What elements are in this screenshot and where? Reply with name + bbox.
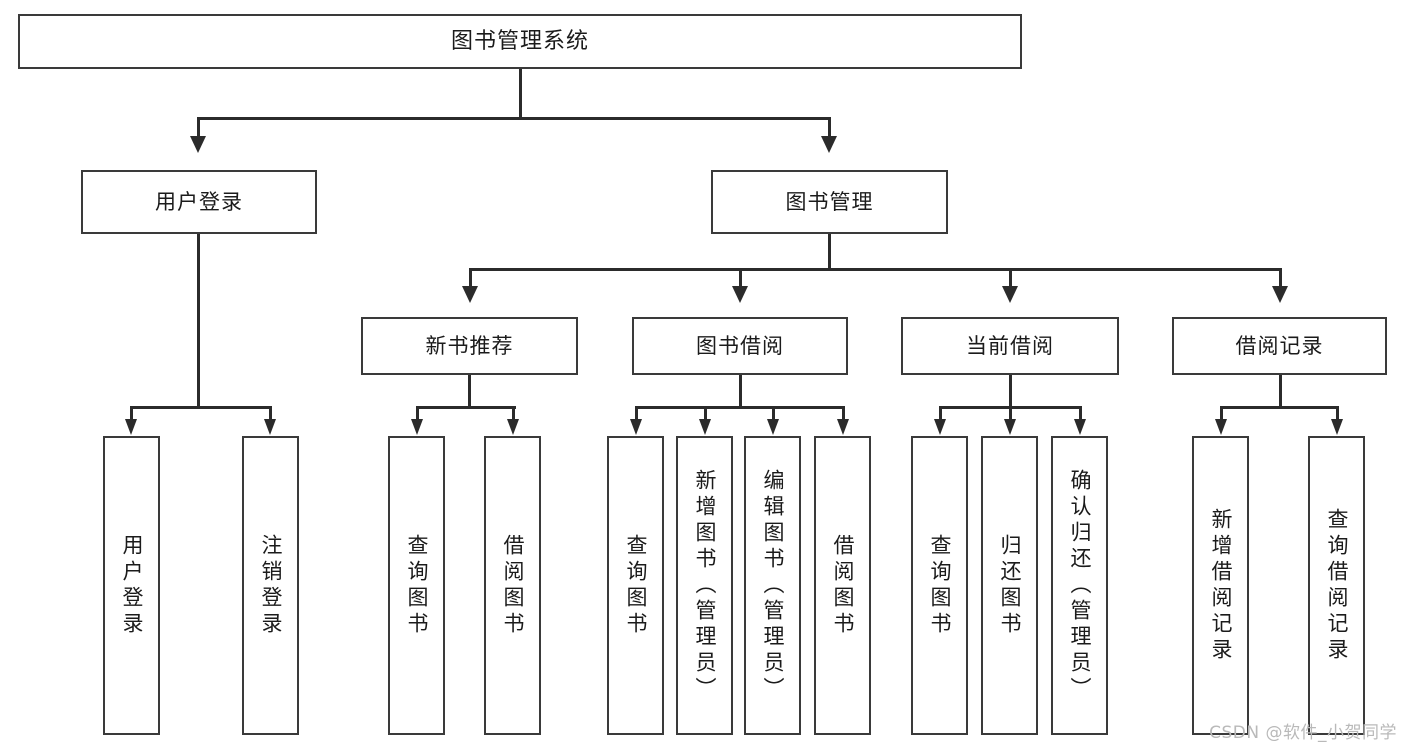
connector-drop-leaf-bb-add bbox=[704, 406, 707, 420]
node-book-borrow[interactable]: 图书借阅 bbox=[632, 317, 848, 375]
node-borrow-record[interactable]: 借阅记录 bbox=[1172, 317, 1387, 375]
connector-drop-leaf-cb-confirm bbox=[1079, 406, 1082, 420]
leaf-cb-return-book[interactable]: 归还图书 bbox=[981, 436, 1038, 735]
node-label: 图书管理系统 bbox=[450, 28, 589, 54]
leaf-nb-borrow-book[interactable]: 借阅图书 bbox=[484, 436, 541, 735]
leaf-bb-borrow-book[interactable]: 借阅图书 bbox=[814, 436, 871, 735]
node-new-book-recommend[interactable]: 新书推荐 bbox=[361, 317, 578, 375]
connector-drop-leaf-user-login bbox=[130, 406, 133, 420]
connector-drop-leaf-br-add bbox=[1220, 406, 1223, 420]
leaf-cb-confirm-return[interactable]: 确认归还（管理员） bbox=[1051, 436, 1108, 735]
leaf-label: 借阅图书 bbox=[831, 533, 855, 638]
node-label: 用户登录 bbox=[155, 189, 243, 214]
arrow-to-leaf-cb-query bbox=[934, 419, 946, 435]
connector-current-borrow-stem bbox=[1009, 375, 1012, 408]
arrow-to-leaf-br-add bbox=[1215, 419, 1227, 435]
node-label: 当前借阅 bbox=[966, 333, 1054, 358]
connector-user-login-stem bbox=[197, 234, 200, 408]
leaf-br-add-record[interactable]: 新增借阅记录 bbox=[1192, 436, 1249, 735]
leaf-label: 查询图书 bbox=[405, 533, 429, 638]
connector-drop-user-login bbox=[197, 117, 200, 139]
connector-level2-bus bbox=[198, 117, 830, 120]
arrow-to-leaf-cb-return bbox=[1004, 419, 1016, 435]
connector-book-manage-stem bbox=[828, 234, 831, 270]
arrow-to-user-login bbox=[190, 136, 206, 153]
connector-borrow-record-stem bbox=[1279, 375, 1282, 408]
node-label: 新书推荐 bbox=[425, 333, 514, 358]
leaf-label: 确认归还（管理员） bbox=[1068, 468, 1092, 703]
connector-drop-leaf-logout bbox=[269, 406, 272, 420]
leaf-label: 新增借阅记录 bbox=[1209, 507, 1233, 664]
leaf-logout[interactable]: 注销登录 bbox=[242, 436, 299, 735]
node-label: 图书管理 bbox=[785, 189, 874, 214]
leaf-cb-query-book[interactable]: 查询图书 bbox=[911, 436, 968, 735]
connector-drop-borrow-record bbox=[1279, 268, 1282, 288]
connector-book-borrow-stem bbox=[739, 375, 742, 408]
connector-level3-bus bbox=[470, 268, 1281, 271]
connector-drop-leaf-nb-query bbox=[416, 406, 419, 420]
node-user-login[interactable]: 用户登录 bbox=[81, 170, 317, 234]
node-label: 图书借阅 bbox=[696, 333, 784, 358]
leaf-nb-query-book[interactable]: 查询图书 bbox=[388, 436, 445, 735]
csdn-watermark: CSDN @软件_小贺同学 bbox=[1209, 723, 1397, 743]
leaf-label: 查询图书 bbox=[928, 533, 952, 638]
connector-drop-leaf-bb-borrow bbox=[842, 406, 845, 420]
arrow-to-leaf-bb-query bbox=[630, 419, 642, 435]
connector-drop-leaf-cb-return bbox=[1009, 406, 1012, 420]
leaf-bb-add-book[interactable]: 新增图书（管理员） bbox=[676, 436, 733, 735]
leaf-label: 归还图书 bbox=[998, 533, 1022, 638]
arrow-to-new-book bbox=[462, 286, 478, 303]
node-root-library-system[interactable]: 图书管理系统 bbox=[18, 14, 1022, 69]
leaf-br-query-record[interactable]: 查询借阅记录 bbox=[1308, 436, 1365, 735]
connector-new-book-leaf-bus bbox=[417, 406, 516, 409]
node-label: 借阅记录 bbox=[1235, 333, 1324, 358]
arrow-to-leaf-user-login bbox=[125, 419, 137, 435]
connector-drop-book-manage bbox=[828, 117, 831, 139]
connector-new-book-stem bbox=[468, 375, 471, 408]
arrow-to-borrow-record bbox=[1272, 286, 1288, 303]
leaf-label: 查询图书 bbox=[624, 533, 648, 638]
connector-user-login-leaf-bus bbox=[131, 406, 271, 409]
connector-drop-leaf-br-query bbox=[1336, 406, 1339, 420]
connector-drop-current-borrow bbox=[1009, 268, 1012, 288]
leaf-bb-edit-book[interactable]: 编辑图书（管理员） bbox=[744, 436, 801, 735]
leaf-label: 注销登录 bbox=[259, 533, 283, 638]
arrow-to-book-manage bbox=[821, 136, 837, 153]
connector-drop-leaf-bb-edit bbox=[772, 406, 775, 420]
leaf-label: 借阅图书 bbox=[501, 533, 525, 638]
arrow-to-leaf-bb-add bbox=[699, 419, 711, 435]
node-current-borrow[interactable]: 当前借阅 bbox=[901, 317, 1119, 375]
arrow-to-leaf-nb-query bbox=[411, 419, 423, 435]
connector-borrow-record-leaf-bus bbox=[1221, 406, 1338, 409]
leaf-user-login[interactable]: 用户登录 bbox=[103, 436, 160, 735]
connector-drop-book-borrow bbox=[739, 268, 742, 288]
leaf-label: 新增图书（管理员） bbox=[693, 468, 717, 703]
leaf-bb-query-book[interactable]: 查询图书 bbox=[607, 436, 664, 735]
connector-root-stem bbox=[519, 69, 522, 119]
leaf-label: 查询借阅记录 bbox=[1325, 507, 1349, 664]
arrow-to-leaf-cb-confirm bbox=[1074, 419, 1086, 435]
arrow-to-leaf-bb-edit bbox=[767, 419, 779, 435]
arrow-to-leaf-br-query bbox=[1331, 419, 1343, 435]
connector-drop-leaf-nb-borrow bbox=[512, 406, 515, 420]
connector-drop-new-book bbox=[469, 268, 472, 288]
connector-book-borrow-leaf-bus bbox=[636, 406, 844, 409]
arrow-to-leaf-nb-borrow bbox=[507, 419, 519, 435]
arrow-to-book-borrow bbox=[732, 286, 748, 303]
leaf-label: 编辑图书（管理员） bbox=[761, 468, 785, 703]
leaf-label: 用户登录 bbox=[120, 533, 144, 638]
connector-drop-leaf-cb-query bbox=[939, 406, 942, 420]
arrow-to-current-borrow bbox=[1002, 286, 1018, 303]
arrow-to-leaf-bb-borrow bbox=[837, 419, 849, 435]
node-book-management[interactable]: 图书管理 bbox=[711, 170, 948, 234]
connector-drop-leaf-bb-query bbox=[635, 406, 638, 420]
arrow-to-leaf-logout bbox=[264, 419, 276, 435]
